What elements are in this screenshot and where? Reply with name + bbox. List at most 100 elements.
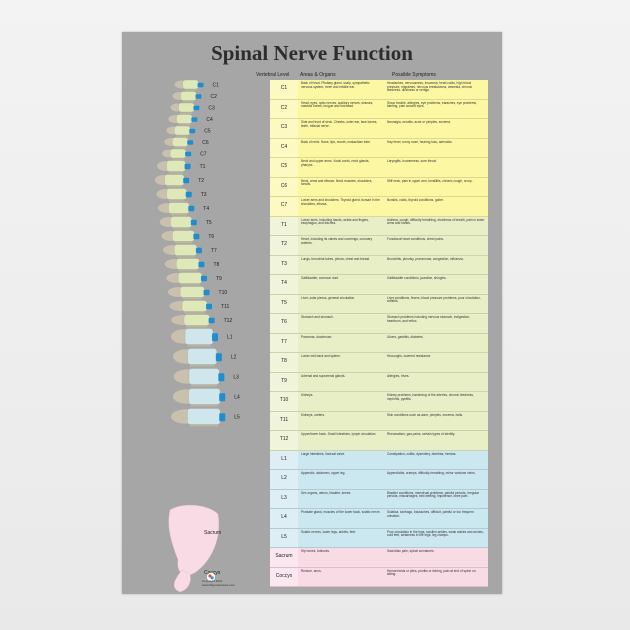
- row-symptoms: Hemorrhoids or piles, pruritis or itchin…: [387, 568, 476, 577]
- row-symptoms: Ulcers, gastritis, diabetes.: [387, 334, 424, 339]
- row-symptoms: Kidney problems, hardening of the arteri…: [387, 393, 474, 401]
- vertebra: [166, 188, 187, 200]
- row-areas: Prostate gland, muscles of the lower bac…: [301, 510, 381, 514]
- spine-label: T7: [211, 248, 217, 254]
- row-level: C4: [270, 138, 298, 157]
- row-level: Sacrum: [270, 548, 298, 567]
- nerve-root: [195, 94, 202, 99]
- row-level: C3: [270, 119, 298, 138]
- row-symptoms: Sacroiliac pain, spinal curvatures.: [387, 549, 435, 553]
- vertebra: [178, 102, 195, 113]
- nerve-root: [188, 205, 195, 212]
- vertebra: [176, 258, 200, 270]
- row-symptoms: Sinus trouble, allergies, eye problems, …: [387, 100, 477, 109]
- nerve-root: [197, 82, 204, 88]
- vertebra: [187, 408, 221, 425]
- nerve-root: [185, 191, 192, 198]
- row-level: L1: [270, 450, 298, 469]
- row-level: T2: [270, 236, 298, 255]
- disc: [180, 112, 193, 115]
- row-symptoms: Skin conditions such as acne, pimples, e…: [387, 412, 464, 417]
- row-areas: Appendix, abdomen, upper leg.: [301, 471, 346, 475]
- copyright-line: Copyright 2012: [202, 579, 223, 583]
- disc: [168, 171, 184, 174]
- vertebra: [172, 137, 189, 147]
- row-symptoms: Sciatica, lumbago, backaches, difficult,…: [387, 510, 474, 518]
- spine-label: T2: [198, 178, 204, 184]
- nerve-root: [190, 219, 197, 226]
- row-symptoms: Stiff neck, pain in upper arm, tonsillit…: [387, 178, 473, 183]
- row-level: C6: [270, 177, 298, 196]
- vertebra: [181, 300, 208, 312]
- vertebra: [184, 328, 214, 345]
- disc: [187, 344, 212, 347]
- row-areas: Head, eyes, optic nerves, auditory nerve…: [301, 100, 374, 109]
- row-areas: Lungs, bronchial tubes, pleura, chest an…: [301, 256, 370, 261]
- disc: [190, 404, 219, 407]
- row-areas: Neck, arms and elbows. Neck muscles, sho…: [301, 178, 373, 187]
- spine-label: T8: [213, 262, 219, 268]
- spine-label: L1: [227, 334, 233, 340]
- row-areas: Liver, solar plexus, general circulation…: [301, 295, 356, 300]
- nerve-root: [206, 303, 213, 310]
- spine-label: T5: [206, 220, 212, 226]
- row-symptoms: Gallbladder conditions, jaundice, shingl…: [387, 276, 447, 280]
- vertebra: [183, 314, 210, 326]
- row-level: L4: [270, 509, 298, 528]
- nerve-root: [212, 333, 219, 342]
- row-areas: Neck and upper arms. Vocal cords, neck g…: [301, 159, 370, 167]
- spine-label: C1: [213, 82, 220, 88]
- table-headers: Vertebral Level Areas & Organs Possible …: [256, 72, 500, 80]
- row-level: T9: [270, 372, 298, 391]
- disc: [176, 135, 189, 138]
- disc: [170, 213, 188, 216]
- row-areas: Back of head. Pituitary gland, scalp, sy…: [301, 81, 370, 89]
- spine-label: T10: [219, 290, 228, 296]
- logo-icon: [206, 572, 216, 582]
- vertebra: [174, 244, 198, 256]
- disc: [182, 100, 195, 103]
- spine-label: C5: [204, 128, 211, 134]
- vertebra: [180, 91, 197, 101]
- disc: [174, 146, 187, 149]
- row-level: T8: [270, 353, 298, 372]
- disc: [166, 185, 183, 188]
- disc: [189, 364, 215, 367]
- disc: [178, 123, 191, 126]
- vertebra: [178, 272, 203, 284]
- copyright-text: Copyright 2012 www.theposterstore.com: [202, 579, 235, 587]
- nerve-root: [219, 413, 226, 422]
- poster-title: Spinal Nerve Function: [211, 41, 413, 65]
- nerve-root: [193, 105, 200, 111]
- vertebra: [188, 368, 220, 385]
- nerve-root: [215, 353, 222, 362]
- disc: [172, 158, 185, 161]
- row-symptoms: Stomach problems including nervous stoma…: [387, 315, 471, 323]
- vertebra: [172, 230, 195, 242]
- spine-illustration: C1C2C3C4C5C6C7T1T2T3T4T5T6T7T8T9T10T11T1…: [154, 79, 240, 593]
- row-areas: Heart, including its valves and covering…: [301, 237, 373, 245]
- row-areas: Hip bones, buttocks.: [301, 549, 330, 553]
- nerve-root: [183, 177, 190, 184]
- spine-label: L4: [234, 394, 240, 400]
- row-symptoms: Hiccoughs, lowered resistance.: [387, 354, 432, 358]
- spine-label: C4: [206, 117, 213, 123]
- spine-label: T4: [203, 206, 209, 212]
- row-areas: Upper/lower back. Small intestines, lymp…: [301, 432, 377, 436]
- row-level: T6: [270, 314, 298, 333]
- vertebra: [187, 348, 217, 365]
- row-level: Coccyx: [270, 567, 298, 586]
